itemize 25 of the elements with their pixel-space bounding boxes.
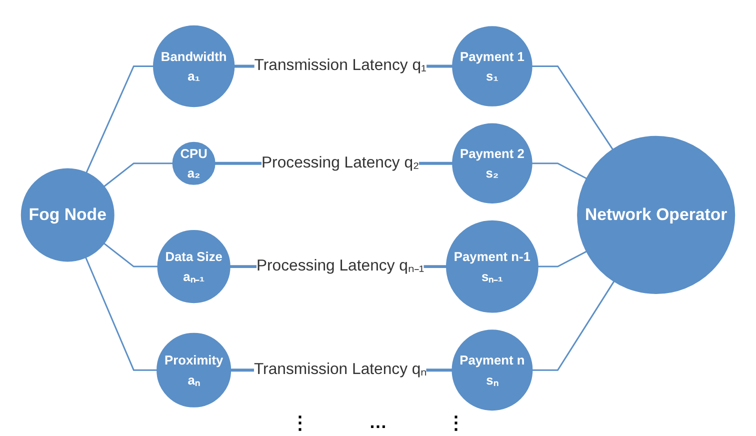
- node-circle: Network Operator: [577, 136, 736, 294]
- connector: [104, 242, 158, 268]
- node-circle: Payment 1 s₁: [452, 26, 532, 106]
- connector: [85, 257, 158, 371]
- ellipsis-mark: …: [369, 412, 387, 434]
- ellipsis-mark: ⋮: [447, 412, 465, 434]
- connector: [532, 66, 614, 150]
- node-circle: Data Size aₙ₋₁: [157, 230, 230, 304]
- ellipsis-mark: ⋮: [291, 412, 309, 434]
- node-circle: Fog Node: [20, 168, 114, 262]
- connector: [104, 162, 173, 188]
- node-circle: Payment 2 s₂: [452, 123, 532, 204]
- connector: [532, 280, 615, 371]
- edge-label: Processing Latency qₙ₋₁: [256, 258, 424, 274]
- node-circle: Payment n-1 sₙ₋₁: [446, 220, 538, 313]
- connector: [532, 162, 587, 180]
- edge-label: Transmission Latency q₁: [254, 57, 426, 74]
- edge-label: Processing Latency q₂: [261, 154, 420, 172]
- connector: [86, 66, 154, 173]
- node-circle: Payment n sₙ: [452, 330, 533, 411]
- node-circle: Bandwidth a₁: [153, 25, 235, 108]
- node-circle: CPU a₂: [172, 142, 216, 185]
- connector: [538, 250, 587, 268]
- node-circle: Proximity aₙ: [156, 332, 232, 408]
- edge-label: Transmission Latency qₙ: [254, 361, 427, 378]
